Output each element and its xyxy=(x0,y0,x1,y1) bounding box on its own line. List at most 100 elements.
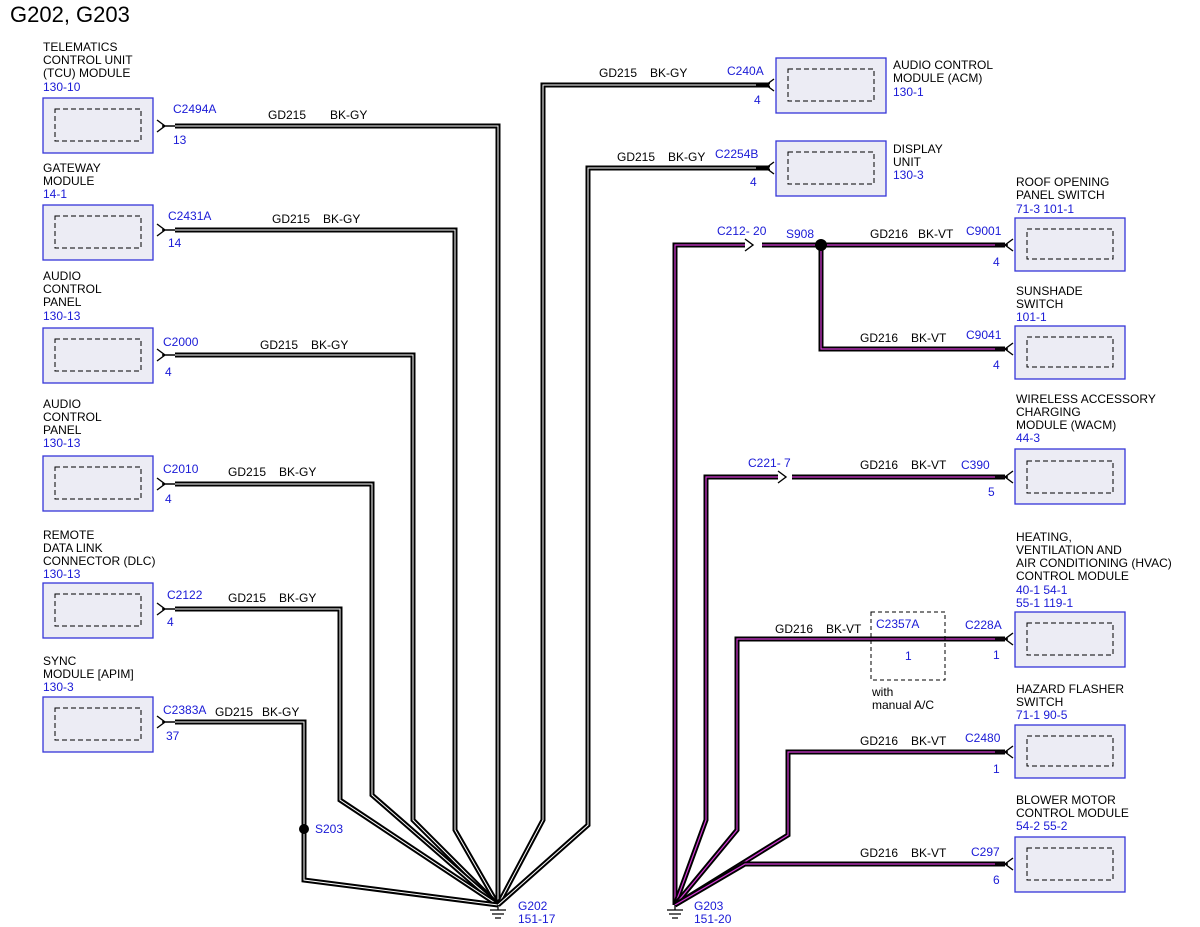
color-label: BK-VT xyxy=(911,458,947,472)
svg-text:REMOTE: REMOTE xyxy=(43,528,94,542)
pin-label: 5 xyxy=(988,485,995,499)
svg-text:1: 1 xyxy=(905,649,912,663)
svg-text:130-3: 130-3 xyxy=(43,680,74,694)
pin-label: 37 xyxy=(166,729,180,743)
color-label: BK-GY xyxy=(279,465,316,479)
svg-text:SWITCH: SWITCH xyxy=(1016,695,1063,709)
connector-label: C2000 xyxy=(163,335,199,349)
svg-text:with: with xyxy=(871,685,893,699)
wire-label: GD215 xyxy=(272,212,310,226)
svg-text:VENTILATION AND: VENTILATION AND xyxy=(1016,543,1122,557)
connector-arrow xyxy=(995,470,1014,484)
svg-text:DATA LINK: DATA LINK xyxy=(43,541,103,555)
svg-text:MODULE [APIM]: MODULE [APIM] xyxy=(43,667,134,681)
svg-text:C212- 20: C212- 20 xyxy=(717,224,767,238)
svg-text:14-1: 14-1 xyxy=(43,187,67,201)
module-box xyxy=(42,327,154,384)
connector-label: C240A xyxy=(727,64,764,78)
connector-arrow xyxy=(995,238,1014,252)
wire-label: GD216 xyxy=(860,734,898,748)
module-inner xyxy=(1026,735,1114,767)
pin-label: 4 xyxy=(167,615,174,629)
svg-text:MODULE (WACM): MODULE (WACM) xyxy=(1016,418,1116,432)
splice-s203: S203 xyxy=(299,822,343,836)
svg-text:C2357A: C2357A xyxy=(876,617,919,631)
wire-label: GD216 xyxy=(860,458,898,472)
module-roof-switch: ROOF OPENING PANEL SWITCH 71-3 101-1 C90… xyxy=(870,175,1126,272)
color-label: BK-VT xyxy=(911,331,947,345)
module-inner xyxy=(1026,622,1114,656)
module-apim: SYNC MODULE [APIM] 130-3 C2383A 37 GD215… xyxy=(42,654,299,753)
svg-text:151-20: 151-20 xyxy=(694,912,732,926)
svg-text:DISPLAY: DISPLAY xyxy=(893,142,943,156)
wire-label: GD215 xyxy=(228,465,266,479)
svg-text:CONTROL UNIT: CONTROL UNIT xyxy=(43,53,133,67)
connector-arrow xyxy=(756,78,775,92)
module-box xyxy=(1014,448,1126,505)
module-box xyxy=(42,97,154,154)
svg-text:130-13: 130-13 xyxy=(43,436,81,450)
module-dlc: REMOTE DATA LINK CONNECTOR (DLC) 130-13 … xyxy=(42,528,316,639)
module-box xyxy=(42,455,154,512)
wire-label: GD215 xyxy=(268,108,306,122)
wire-label: GD216 xyxy=(870,227,908,241)
module-box xyxy=(1014,724,1126,779)
svg-text:55-1 119-1: 55-1 119-1 xyxy=(1016,596,1073,610)
svg-text:71-3 101-1: 71-3 101-1 xyxy=(1016,202,1074,216)
connector-label: C2010 xyxy=(163,462,199,476)
module-inner xyxy=(1026,336,1114,368)
wire-label: GD216 xyxy=(860,331,898,345)
module-inner xyxy=(54,466,142,500)
module-inner xyxy=(54,338,142,372)
module-box xyxy=(42,204,154,261)
pin-label: 4 xyxy=(754,93,761,107)
svg-text:CONTROL: CONTROL xyxy=(43,410,102,424)
svg-text:SUNSHADE: SUNSHADE xyxy=(1016,284,1083,298)
module-sunshade-switch: SUNSHADE SWITCH 101-1 C9041 4 GD216 BK-V… xyxy=(860,284,1126,380)
pin-label: 4 xyxy=(993,358,1000,372)
pin-label: 4 xyxy=(750,175,757,189)
ground-icon xyxy=(490,905,506,919)
svg-text:G203: G203 xyxy=(694,899,724,913)
module-gateway: GATEWAY MODULE 14-1 C2431A 14 GD215 BK-G… xyxy=(42,161,360,261)
page-title: G202, G203 xyxy=(10,2,130,27)
wires-gd215 xyxy=(175,82,770,908)
module-blower-motor: BLOWER MOTOR CONTROL MODULE 54-2 55-2 C2… xyxy=(860,793,1129,893)
module-box xyxy=(1014,217,1126,272)
module-inner xyxy=(1026,460,1114,494)
svg-text:SYNC: SYNC xyxy=(43,654,77,668)
pin-label: 6 xyxy=(993,873,1000,887)
splice-s908: S908 xyxy=(786,227,827,251)
pin-label: 1 xyxy=(993,762,1000,776)
svg-text:G202: G202 xyxy=(518,899,548,913)
module-inner xyxy=(54,215,142,249)
wire-label: GD215 xyxy=(617,150,655,164)
inline-connector-c212: C212- 20 xyxy=(717,224,767,252)
connector-arrow xyxy=(995,745,1014,759)
connector-arrow xyxy=(156,119,175,133)
svg-text:AIR CONDITIONING (HVAC): AIR CONDITIONING (HVAC) xyxy=(1016,556,1172,570)
svg-text:130-13: 130-13 xyxy=(43,567,81,581)
svg-text:40-1 54-1: 40-1 54-1 xyxy=(1016,583,1068,597)
svg-text:AUDIO: AUDIO xyxy=(43,397,81,411)
module-box xyxy=(1014,611,1126,668)
svg-text:HAZARD FLASHER: HAZARD FLASHER xyxy=(1016,682,1124,696)
module-box xyxy=(1014,325,1126,380)
svg-text:130-13: 130-13 xyxy=(43,309,81,323)
module-inner xyxy=(54,707,142,741)
connector-label: C228A xyxy=(965,618,1002,632)
inline-connector-c221: C221- 7 xyxy=(748,456,791,484)
color-label: BK-GY xyxy=(323,212,360,226)
module-box xyxy=(42,582,154,639)
ground-icon xyxy=(667,905,683,919)
svg-text:151-17: 151-17 xyxy=(518,912,556,926)
svg-text:TELEMATICS: TELEMATICS xyxy=(43,40,117,54)
color-label: BK-GY xyxy=(650,66,687,80)
color-label: BK-GY xyxy=(330,108,367,122)
optional-connector-c2357a: C2357A 1 with manual A/C xyxy=(870,611,946,712)
connector-label: C390 xyxy=(961,458,990,472)
color-label: BK-GY xyxy=(279,591,316,605)
module-inner xyxy=(1026,228,1114,260)
svg-text:54-2 55-2: 54-2 55-2 xyxy=(1016,819,1068,833)
